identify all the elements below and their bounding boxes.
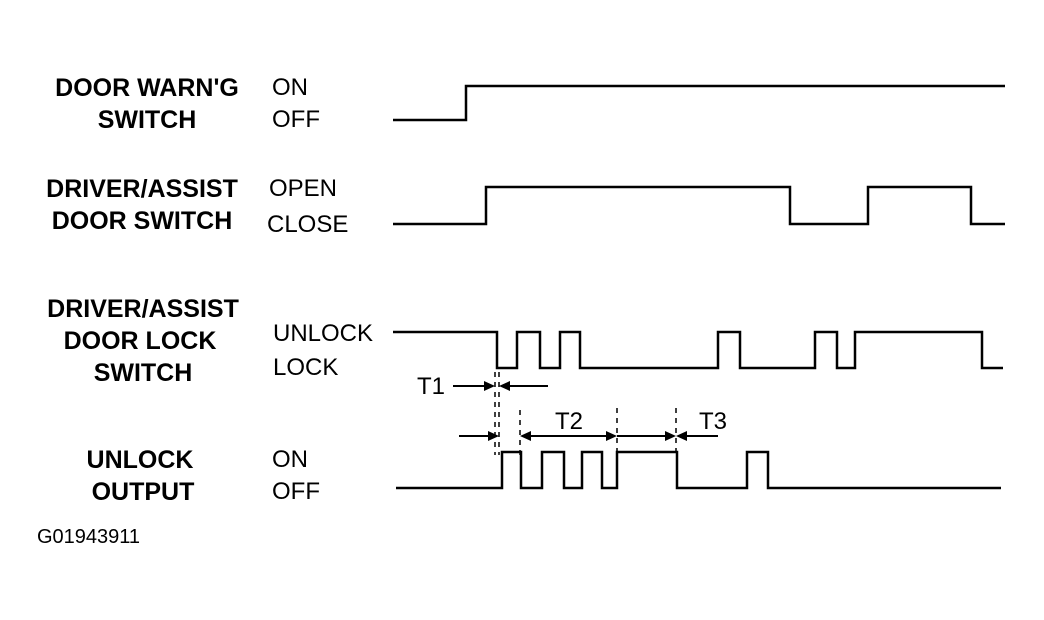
- arrow-left-icon: [520, 431, 531, 441]
- signal-door-switch: DRIVER/ASSIST DOOR SWITCH OPEN CLOSE: [46, 175, 1005, 238]
- waveform-unlock-output: [396, 450, 1001, 490]
- arrow-right-icon: [484, 381, 495, 391]
- signal-name-line: SWITCH: [94, 359, 193, 387]
- arrow-left-icon: [499, 381, 510, 391]
- signal-unlock-output: UNLOCK OUTPUT ON OFF: [87, 446, 1001, 506]
- arrow-right-icon: [488, 431, 499, 441]
- state-label-high: ON: [272, 74, 308, 101]
- waveform-door-warning-switch: [393, 84, 1005, 122]
- signal-name-line: DOOR SWITCH: [52, 207, 233, 235]
- timing-label-t1: T1: [417, 373, 445, 400]
- arrow-left-icon: [676, 431, 687, 441]
- figure-code: G01943911: [37, 526, 140, 548]
- state-label-low: OFF: [272, 106, 320, 133]
- state-label-high: ON: [272, 446, 308, 473]
- state-label-high: UNLOCK: [273, 320, 373, 347]
- timing-t3: T3: [617, 408, 727, 441]
- timing-label-t2: T2: [555, 408, 583, 435]
- waveform-door-lock-switch: [393, 330, 1003, 370]
- arrow-right-icon: [606, 431, 617, 441]
- timing-t2: T2: [459, 408, 617, 441]
- signal-name-line: SWITCH: [98, 106, 197, 134]
- timing-t1: T1: [417, 373, 548, 400]
- arrow-right-icon: [665, 431, 676, 441]
- signal-door-warning-switch: DOOR WARN'G SWITCH ON OFF: [55, 74, 1005, 134]
- reference-dashed-lines: [494, 372, 677, 455]
- signal-door-lock-switch: DRIVER/ASSIST DOOR LOCK SWITCH UNLOCK LO…: [47, 295, 1003, 387]
- state-label-high: OPEN: [269, 175, 337, 202]
- signal-name-line: DOOR WARN'G: [55, 74, 239, 102]
- signal-name-line: DRIVER/ASSIST: [47, 295, 239, 323]
- signal-name-line: DOOR LOCK: [64, 327, 217, 355]
- signal-name-line: OUTPUT: [92, 478, 195, 506]
- state-label-low: OFF: [272, 478, 320, 505]
- signal-name-line: DRIVER/ASSIST: [46, 175, 238, 203]
- state-label-low: CLOSE: [267, 211, 348, 238]
- signal-name-line: UNLOCK: [87, 446, 194, 474]
- state-label-low: LOCK: [273, 354, 338, 381]
- waveform-door-switch: [393, 185, 1005, 226]
- timing-label-t3: T3: [699, 408, 727, 435]
